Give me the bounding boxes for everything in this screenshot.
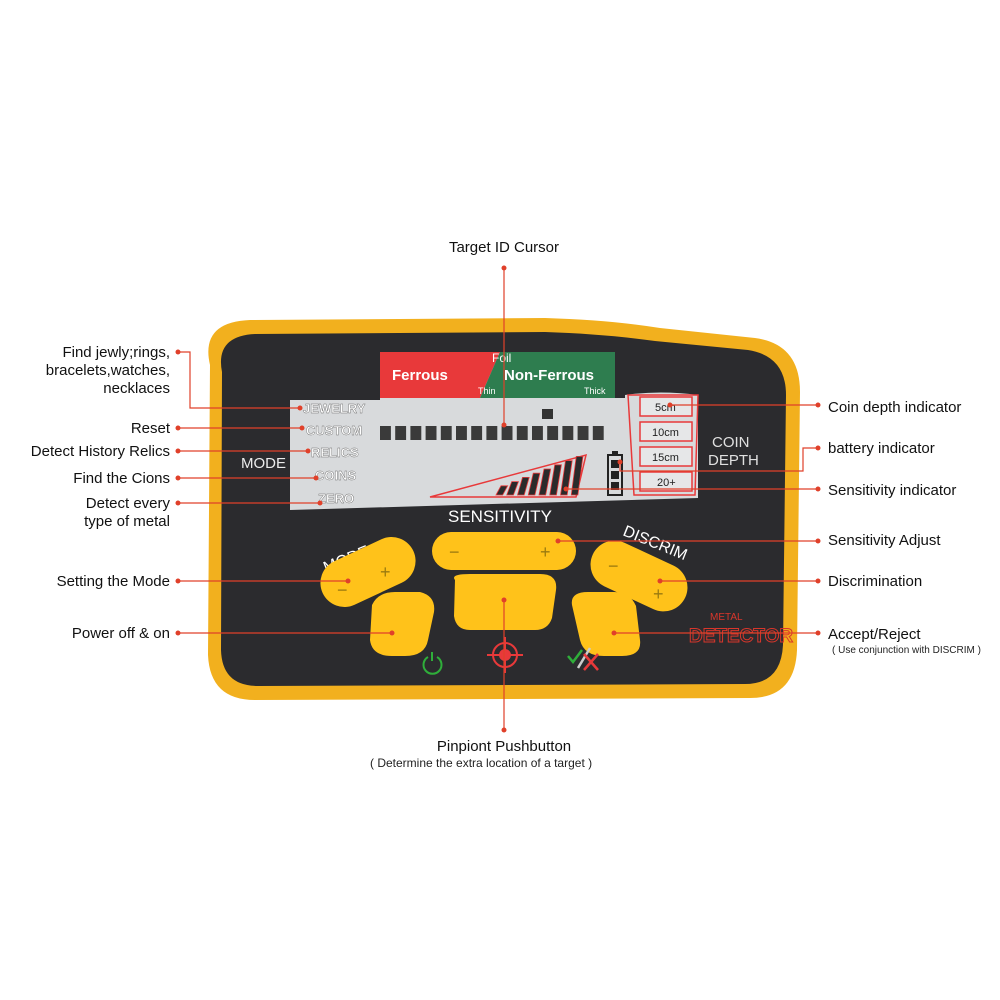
cursor-segment	[486, 426, 498, 440]
depth-15cm: 15cm	[652, 452, 679, 464]
sensitivity-wedge-outline	[429, 453, 588, 498]
foil-label: Foil	[492, 351, 511, 365]
label-discrimination: Discrimination	[828, 573, 923, 590]
cursor-segment	[532, 426, 543, 440]
cursor-segment	[425, 426, 437, 440]
mode-zero: ZERO	[318, 491, 354, 506]
depth-5cm: 5cm	[655, 402, 676, 414]
sensitivity-bar	[549, 464, 562, 496]
thin-label: Thin	[478, 386, 496, 396]
mode-custom: CUSTOM	[306, 423, 362, 438]
label-sensitivity-adjust: Sensitivity Adjust	[828, 532, 941, 549]
label-coin-depth: Coin depth indicator	[828, 399, 962, 416]
cursor-segment	[592, 426, 604, 440]
brand-line2: DETECTOR	[689, 626, 793, 647]
cursor-segment	[501, 426, 513, 440]
label-find-coins: Find the Cions	[73, 470, 170, 487]
sensitivity-rocker-button[interactable]	[432, 532, 576, 570]
label-target-id-cursor: Target ID Cursor	[448, 239, 560, 256]
battery-icon	[607, 451, 623, 496]
discrim-rocker-button[interactable]	[583, 533, 696, 620]
cursor-segment	[547, 426, 559, 440]
coin-depth-scale: 5cm 10cm 15cm 20+	[627, 394, 699, 496]
label-accept-reject-note: ( Use conjunction with DISCRIM )	[832, 645, 981, 656]
cursor-segment	[577, 426, 589, 440]
label-accept-reject: Accept/Reject	[828, 626, 921, 643]
sensitivity-bar	[570, 455, 584, 496]
cursor-segment	[562, 426, 574, 440]
mode-relics: RELICS	[311, 445, 359, 460]
leader-dots	[175, 265, 821, 733]
power-icon	[422, 652, 443, 675]
label-sensitivity-indicator: Sensitivity indicator	[828, 482, 957, 499]
discrim-plus: +	[653, 584, 664, 604]
depth-label: DEPTH	[708, 452, 759, 469]
non-ferrous-label: Non-Ferrous	[504, 367, 594, 384]
mode-lcd-label: MODE	[241, 455, 286, 472]
depth-10cm: 10cm	[652, 427, 679, 439]
sensitivity-bar	[516, 476, 530, 496]
cursor-segment	[410, 426, 422, 440]
mode-list: JEWELRY CUSTOM RELICS COINS ZERO	[303, 401, 366, 506]
label-reset: Reset	[130, 420, 170, 437]
leader-lines	[178, 268, 818, 730]
ferrous-zone	[380, 352, 500, 398]
sensitivity-bar	[495, 485, 509, 496]
cursor-segment	[380, 426, 391, 440]
thick-label: Thick	[584, 386, 606, 396]
discrim-minus: −	[608, 556, 619, 576]
label-detect-relics: Detect History Relics	[30, 443, 170, 460]
depth-20plus: 20+	[657, 477, 676, 489]
label-setting-mode: Setting the Mode	[56, 573, 170, 590]
label-pinpoint: Pinpiont Pushbutton	[436, 738, 572, 755]
accept-reject-icon	[567, 647, 599, 671]
accept-reject-button[interactable]	[571, 592, 641, 656]
cursor-segment	[471, 426, 483, 440]
sensitivity-bar	[560, 460, 573, 496]
sensitivity-bar	[538, 468, 552, 496]
crosshair-icon	[487, 637, 523, 673]
mode-plus: +	[380, 562, 391, 582]
sensitivity-bar	[527, 472, 541, 496]
label-battery: battery indicator	[828, 440, 935, 457]
mode-jewelry: JEWELRY	[303, 401, 366, 416]
sensitivity-bar	[506, 481, 519, 496]
coin-label: COIN	[712, 434, 750, 451]
mode-coins: COINS	[315, 468, 357, 483]
cursor-marker-icon	[542, 409, 553, 419]
sensitivity-plus: +	[540, 542, 551, 562]
cursor-segment	[456, 426, 467, 440]
cursor-segment	[395, 426, 407, 440]
lcd-screen: Ferrous Foil Non-Ferrous Thin Thick MODE…	[241, 351, 759, 510]
discrim-buttons: − +	[583, 533, 696, 620]
label-find-jewelry: Find jewly;rings, bracelets,watches, nec…	[45, 344, 170, 397]
cursor-segment	[516, 426, 528, 440]
brand-line1: METAL	[710, 612, 743, 623]
label-power: Power off & on	[71, 625, 170, 642]
target-id-cursor-segments	[380, 426, 604, 440]
sensitivity-bar-graph	[429, 453, 588, 498]
mode-minus: −	[337, 580, 348, 600]
non-ferrous-zone	[480, 352, 615, 398]
ferrous-label: Ferrous	[392, 367, 448, 384]
cursor-segment	[440, 426, 452, 440]
mode-buttons: − +	[313, 529, 424, 615]
mode-rocker-button[interactable]	[313, 529, 424, 615]
label-pinpoint-note: ( Determine the extra location of a targ…	[370, 756, 593, 770]
sensitivity-minus: −	[449, 542, 460, 562]
sensitivity-button-label: SENSITIVITY	[448, 507, 552, 526]
power-button[interactable]	[370, 592, 435, 656]
label-detect-every: Detect every type of metal	[84, 495, 170, 530]
sensitivity-buttons: − +	[432, 532, 576, 570]
